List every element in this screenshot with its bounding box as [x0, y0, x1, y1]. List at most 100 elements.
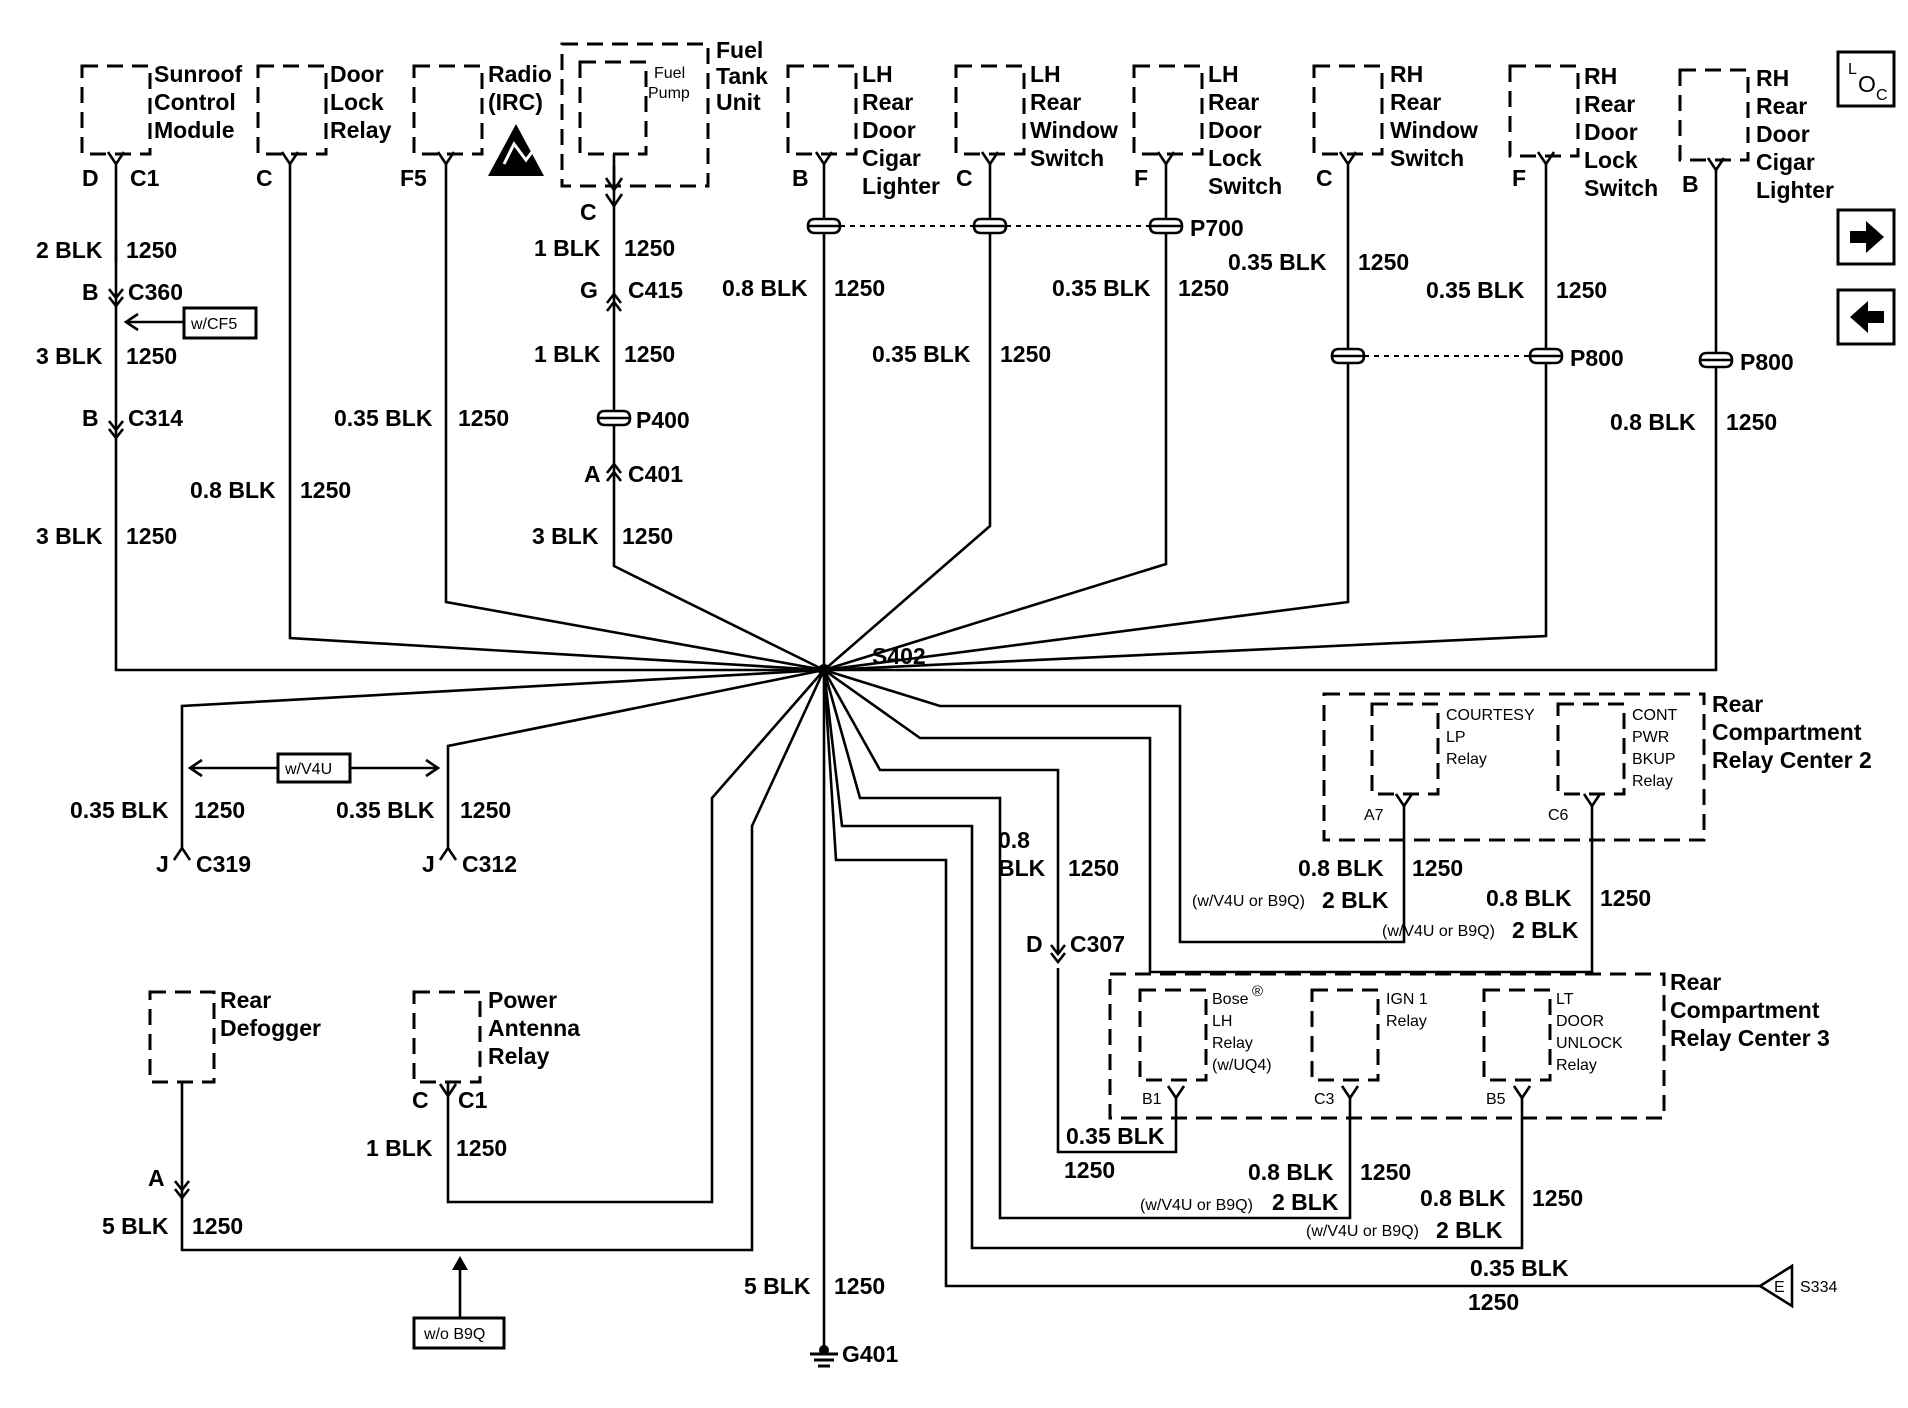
svg-text:L: L [1848, 61, 1857, 78]
svg-text:Cigar: Cigar [1756, 149, 1815, 175]
svg-text:1 BLK: 1 BLK [366, 1135, 433, 1161]
svg-text:B: B [1682, 171, 1699, 197]
svg-text:0.35 BLK: 0.35 BLK [1052, 275, 1151, 301]
svg-text:0.35 BLK: 0.35 BLK [1228, 249, 1327, 275]
svg-text:(w/V4U or B9Q): (w/V4U or B9Q) [1140, 1197, 1253, 1214]
svg-text:F: F [1134, 165, 1148, 191]
svg-text:2 BLK: 2 BLK [1512, 917, 1579, 943]
svg-text:Rear: Rear [862, 89, 913, 115]
svg-text:Door: Door [862, 117, 916, 143]
svg-text:Compartment: Compartment [1670, 997, 1820, 1023]
svg-text:DOOR: DOOR [1556, 1013, 1604, 1030]
svg-text:1 BLK: 1 BLK [534, 341, 601, 367]
svg-text:C1: C1 [458, 1087, 488, 1113]
pin-labels: D C1 C F5 C B C F C F B C C1 A A7 C6 B1 … [82, 165, 1699, 1191]
svg-text:1250: 1250 [1532, 1185, 1583, 1211]
svg-text:0.8 BLK: 0.8 BLK [190, 477, 276, 503]
rear-defogger: Rear Defogger [148, 987, 321, 1084]
svg-text:LH: LH [1030, 61, 1061, 87]
svg-text:5 BLK: 5 BLK [744, 1273, 811, 1299]
svg-text:Fuel: Fuel [654, 65, 685, 82]
svg-text:0.8: 0.8 [998, 827, 1030, 853]
svg-text:1250: 1250 [126, 237, 177, 263]
rh-rear-window-switch: RH Rear Window Switch [1312, 61, 1478, 171]
svg-text:D: D [82, 165, 99, 191]
svg-text:2 BLK: 2 BLK [1322, 887, 1389, 913]
svg-text:UNLOCK: UNLOCK [1556, 1035, 1623, 1052]
svg-text:A: A [584, 461, 601, 487]
svg-text:1250: 1250 [126, 343, 177, 369]
svg-text:Lock: Lock [330, 89, 384, 115]
svg-text:1250: 1250 [1178, 275, 1229, 301]
svg-text:1250: 1250 [1556, 277, 1607, 303]
svg-text:LP: LP [1446, 729, 1466, 746]
svg-text:C: C [1316, 165, 1333, 191]
svg-text:S402: S402 [872, 643, 926, 669]
s334-connector: E S334 [1757, 1263, 1837, 1309]
svg-text:1250: 1250 [1068, 855, 1119, 881]
svg-text:CONT: CONT [1632, 707, 1678, 724]
svg-text:w/V4U: w/V4U [284, 761, 332, 778]
svg-text:Relay: Relay [1446, 751, 1487, 768]
svg-text:1250: 1250 [300, 477, 351, 503]
svg-text:B: B [82, 405, 99, 431]
svg-text:Rear: Rear [1584, 91, 1635, 117]
svg-text:w/o B9Q: w/o B9Q [423, 1326, 485, 1343]
lh-rear-door-lock-switch: LH Rear Door Lock Switch [1132, 61, 1282, 199]
svg-text:IGN 1: IGN 1 [1386, 991, 1428, 1008]
svg-text:Relay: Relay [488, 1043, 550, 1069]
svg-text:Door: Door [1756, 121, 1810, 147]
wire-labels: 2 BLK 1250 3 BLK 1250 3 BLK 1250 0.8 BLK… [36, 235, 1777, 1315]
svg-text:LH: LH [1208, 61, 1239, 87]
rh-rear-door-cigar-lighter: RH Rear Door Cigar Lighter [1678, 65, 1834, 203]
svg-text:Lighter: Lighter [862, 173, 940, 199]
svg-text:Radio: Radio [488, 61, 552, 87]
svg-text:Lock: Lock [1208, 145, 1262, 171]
svg-text:1250: 1250 [1000, 341, 1051, 367]
svg-text:C307: C307 [1070, 931, 1125, 957]
svg-text:Relay: Relay [1212, 1035, 1253, 1052]
svg-text:3 BLK: 3 BLK [36, 523, 103, 549]
svg-text:PWR: PWR [1632, 729, 1669, 746]
sunroof-control-module: Sunroof Control Module [80, 61, 242, 156]
svg-text:0.35 BLK: 0.35 BLK [1066, 1123, 1165, 1149]
svg-text:Rear: Rear [1712, 691, 1763, 717]
svg-text:1250: 1250 [460, 797, 511, 823]
svg-text:O: O [1858, 71, 1876, 97]
prev-page-arrow-icon[interactable] [1836, 288, 1896, 346]
rear-compartment-relay-center-2: Rear Compartment Relay Center 2 COURTESY… [1322, 691, 1872, 842]
svg-text:Compartment: Compartment [1712, 719, 1862, 745]
svg-text:Lighter: Lighter [1756, 177, 1834, 203]
svg-text:1250: 1250 [1360, 1159, 1411, 1185]
svg-text:0.35 BLK: 0.35 BLK [334, 405, 433, 431]
wiring [114, 162, 1760, 1340]
svg-text:Lock: Lock [1584, 147, 1638, 173]
svg-text:RH: RH [1390, 61, 1423, 87]
svg-text:(IRC): (IRC) [488, 89, 543, 115]
location-icon[interactable]: L O C [1836, 50, 1896, 108]
svg-text:Sunroof: Sunroof [154, 61, 242, 87]
svg-text:Cigar: Cigar [862, 145, 921, 171]
svg-text:Rear: Rear [1670, 969, 1721, 995]
svg-text:C6: C6 [1548, 807, 1569, 824]
svg-text:Switch: Switch [1030, 145, 1104, 171]
svg-text:0.35 BLK: 0.35 BLK [1470, 1255, 1569, 1281]
svg-text:Power: Power [488, 987, 557, 1013]
svg-text:Fuel: Fuel [716, 37, 763, 63]
svg-text:C: C [580, 199, 597, 225]
svg-text:C415: C415 [628, 277, 683, 303]
svg-text:P400: P400 [636, 407, 690, 433]
svg-text:P800: P800 [1740, 349, 1794, 375]
svg-text:5 BLK: 5 BLK [102, 1213, 169, 1239]
svg-text:BLK: BLK [998, 855, 1046, 881]
lh-rear-door-cigar-lighter: LH Rear Door Cigar Lighter [786, 61, 940, 199]
svg-text:LH: LH [862, 61, 893, 87]
svg-text:Switch: Switch [1390, 145, 1464, 171]
svg-text:w/CF5: w/CF5 [190, 316, 237, 333]
svg-text:1250: 1250 [624, 235, 675, 261]
svg-text:0.35 BLK: 0.35 BLK [336, 797, 435, 823]
next-page-arrow-icon[interactable] [1836, 208, 1896, 266]
svg-text:2 BLK: 2 BLK [36, 237, 103, 263]
svg-text:Relay: Relay [1556, 1057, 1597, 1074]
svg-text:S334: S334 [1800, 1279, 1837, 1296]
